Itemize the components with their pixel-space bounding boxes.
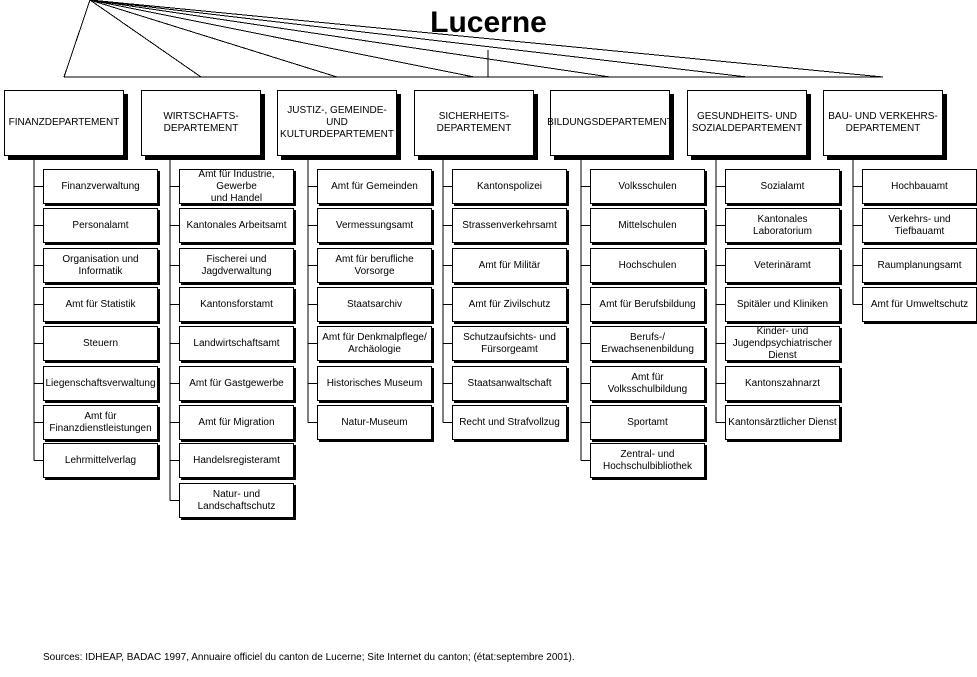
office-box: Finanzverwaltung — [43, 169, 158, 204]
office-box: Veterinäramt — [725, 248, 840, 283]
office-box: Kantonales Arbeitsamt — [179, 208, 294, 243]
office-box: Hochschulen — [590, 248, 705, 283]
office-box: Liegenschaftsverwaltung — [43, 366, 158, 401]
office-box: Amt für Zivilschutz — [452, 287, 567, 322]
connector-line — [89, 0, 884, 78]
department-box: BILDUNGSDEPARTEMENT — [547, 90, 673, 156]
department-box: WIRTSCHAFTS- DEPARTEMENT — [141, 90, 261, 156]
office-box: Kantonspolizei — [452, 169, 567, 204]
office-box: Amt für Gemeinden — [317, 169, 432, 204]
connector-line — [89, 0, 748, 78]
office-box: Sozialamt — [725, 169, 840, 204]
office-box: Kantonales Laboratorium — [725, 208, 840, 243]
office-box: Staatsanwaltschaft — [452, 366, 567, 401]
office-box: Natur- und Landschaftschutz — [179, 483, 294, 518]
office-box: Amt für Finanzdienstleistungen — [43, 405, 158, 440]
office-box: Amt für Umweltschutz — [862, 287, 977, 322]
office-box: Verkehrs- und Tiefbauamt — [862, 208, 977, 243]
sources-note: Sources: IDHEAP, BADAC 1997, Annuaire of… — [43, 652, 575, 663]
connector-line — [89, 0, 475, 78]
office-box: Sportamt — [590, 405, 705, 440]
office-box: Amt für Berufsbildung — [590, 287, 705, 322]
office-box: Amt für Migration — [179, 405, 294, 440]
office-box: Strassenverkehrsamt — [452, 208, 567, 243]
office-box: Handelsregisteramt — [179, 443, 294, 478]
office-box: Amt für berufliche Vorsorge — [317, 248, 432, 283]
office-box: Volksschulen — [590, 169, 705, 204]
office-box: Berufs-/ Erwachsenenbildung — [590, 326, 705, 361]
office-box: Schutzaufsichts- und Fürsorgeamt — [452, 326, 567, 361]
office-box: Kantonsärztlicher Dienst — [725, 405, 840, 440]
office-box: Personalamt — [43, 208, 158, 243]
office-box: Kantonsforstamt — [179, 287, 294, 322]
department-box: JUSTIZ-, GEMEINDE- UND KULTURDEPARTEMENT — [277, 90, 397, 156]
office-box: Natur-Museum — [317, 405, 432, 440]
office-box: Historisches Museum — [317, 366, 432, 401]
connector-line — [63, 0, 91, 78]
office-box: Hochbauamt — [862, 169, 977, 204]
department-box: FINANZDEPARTEMENT — [4, 90, 124, 156]
office-box: Lehrmittelverlag — [43, 443, 158, 478]
office-box: Recht und Strafvollzug — [452, 405, 567, 440]
department-box: GESUNDHEITS- UND SOZIALDEPARTEMENT — [687, 90, 807, 156]
connector-line — [89, 0, 338, 78]
office-box: Kantonszahnarzt — [725, 366, 840, 401]
department-box: BAU- UND VERKEHRS- DEPARTEMENT — [823, 90, 943, 156]
office-box: Raumplanungsamt — [862, 248, 977, 283]
office-box: Steuern — [43, 326, 158, 361]
office-box: Fischerei und Jagdverwaltung — [179, 248, 294, 283]
office-box: Amt für Denkmalpflege/ Archäologie — [317, 326, 432, 361]
office-box: Amt für Industrie, Gewerbe und Handel — [179, 169, 294, 204]
office-box: Amt für Gastgewerbe — [179, 366, 294, 401]
office-box: Vermessungsamt — [317, 208, 432, 243]
office-box: Mittelschulen — [590, 208, 705, 243]
connector-line — [89, 0, 611, 78]
connector-line — [89, 0, 202, 78]
office-box: Spitäler und Kliniken — [725, 287, 840, 322]
department-box: SICHERHEITS- DEPARTEMENT — [414, 90, 534, 156]
office-box: Amt für Militär — [452, 248, 567, 283]
office-box: Organisation und Informatik — [43, 248, 158, 283]
office-box: Landwirtschaftsamt — [179, 326, 294, 361]
page-title: Lucerne — [430, 6, 547, 39]
office-box: Amt für Statistik — [43, 287, 158, 322]
office-box: Staatsarchiv — [317, 287, 432, 322]
office-box: Amt für Volksschulbildung — [590, 366, 705, 401]
office-box: Zentral- und Hochschulbibliothek — [590, 443, 705, 478]
office-box: Kinder- und Jugendpsychiatrischer Dienst — [725, 326, 840, 361]
